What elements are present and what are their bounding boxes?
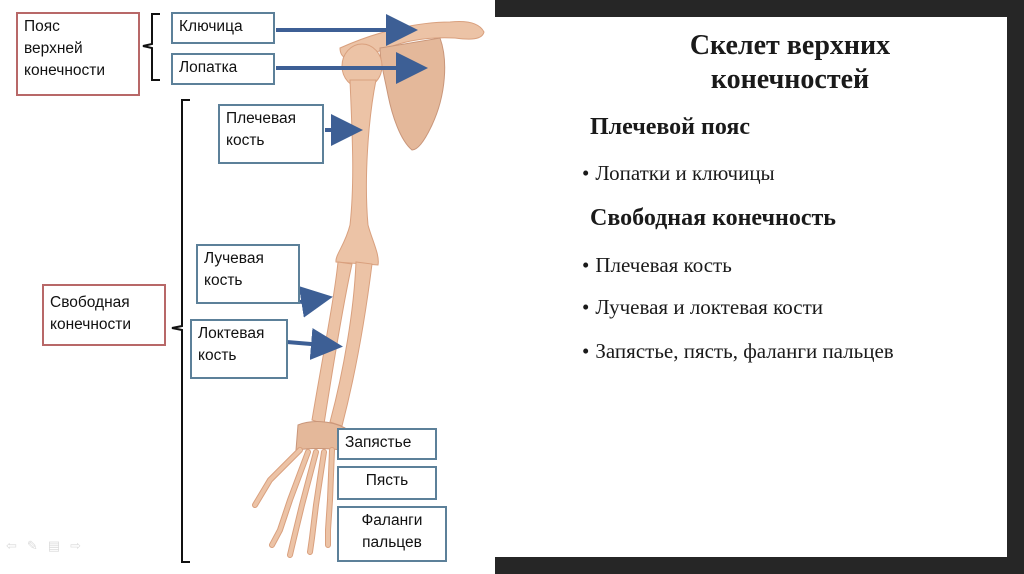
slide-title: Скелет верхних конечностей bbox=[580, 29, 1000, 97]
label-ulna: Локтевая кость bbox=[190, 319, 288, 379]
bullet-item: •Запястье, пясть, фаланги пальцев bbox=[582, 339, 894, 364]
label-wrist: Запястье bbox=[337, 428, 437, 460]
right-panel bbox=[495, 17, 1007, 557]
label-clavicle: Ключица bbox=[171, 12, 275, 44]
bullet-item: •Плечевая кость bbox=[582, 253, 732, 278]
label-scapula: Лопатка bbox=[171, 53, 275, 85]
humerus-bone bbox=[336, 80, 378, 265]
next-arrow-icon[interactable]: ⇨ bbox=[70, 538, 81, 554]
bullet-item: •Лопатки и ключицы bbox=[582, 161, 775, 186]
label-humerus: Плечевая кость bbox=[218, 104, 324, 164]
group-label-free-limb: Свободная конечности bbox=[42, 284, 166, 346]
arrow-radius bbox=[300, 298, 325, 302]
label-metacarpus: Пясть bbox=[337, 466, 437, 500]
section-heading-free-limb: Свободная конечность bbox=[590, 205, 836, 232]
free-limb-bracket bbox=[172, 100, 190, 562]
menu-icon[interactable]: ▤ bbox=[48, 538, 60, 554]
girdle-bracket bbox=[143, 14, 160, 80]
bullet-item: •Лучевая и локтевая кости bbox=[582, 295, 823, 320]
section-heading-girdle: Плечевой пояс bbox=[590, 114, 750, 141]
label-phalanges: Фаланги пальцев bbox=[337, 506, 447, 562]
scapula-bone bbox=[380, 38, 445, 150]
pen-icon[interactable]: ✎ bbox=[27, 538, 38, 554]
label-radius: Лучевая кость bbox=[196, 244, 300, 304]
group-label-girdle: Пояс верхней конечности bbox=[16, 12, 140, 96]
prev-arrow-icon[interactable]: ⇦ bbox=[6, 538, 17, 554]
presentation-toolbar: ⇦ ✎ ▤ ⇨ bbox=[6, 538, 81, 554]
